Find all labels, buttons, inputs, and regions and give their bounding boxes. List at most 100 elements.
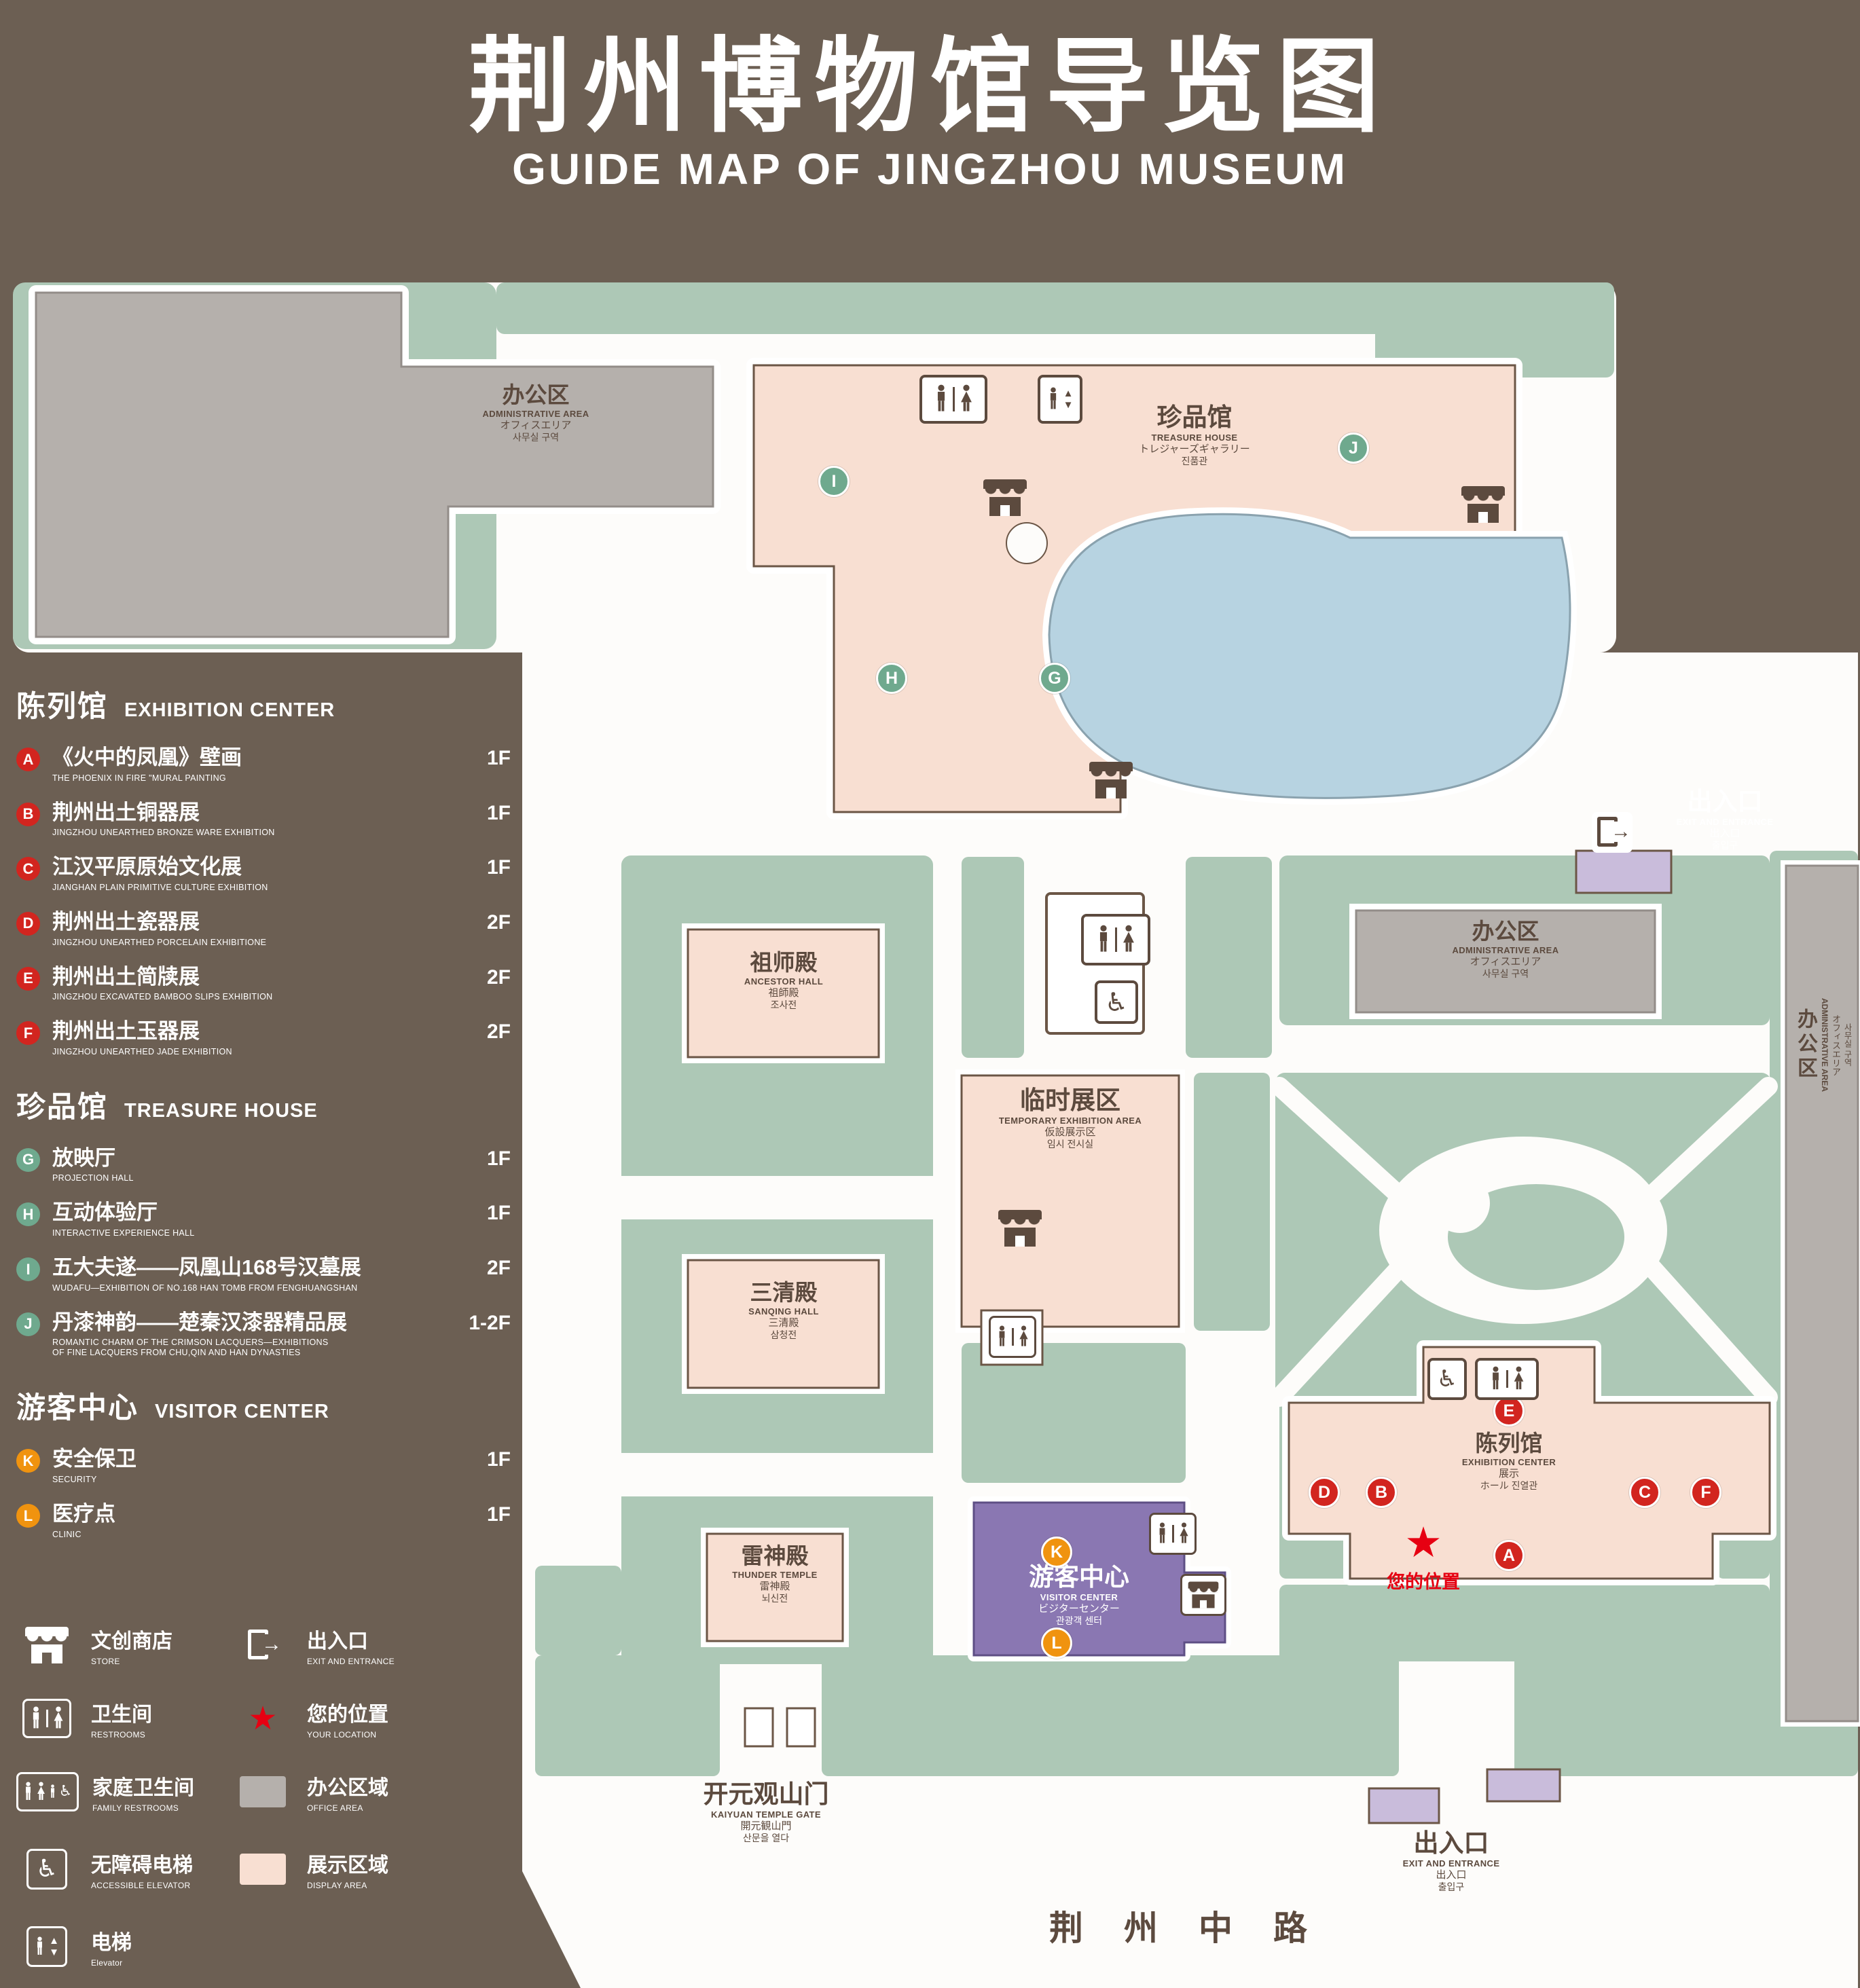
map-marker-i: I: [818, 466, 850, 497]
accessible-elevator-icon: ♿: [16, 1849, 77, 1890]
marker-badge-j: J: [16, 1312, 40, 1336]
map-marker-a: A: [1493, 1540, 1525, 1571]
family-restroom-icon: ♿: [16, 1772, 79, 1811]
accessible-icon: ♿: [1095, 980, 1138, 1024]
legend-symbol-exit: → 出入口 EXIT AND ENTRANCE: [232, 1624, 395, 1666]
building-thunder-temple: [701, 1528, 849, 1647]
legend-item-a: A 《火中的凤凰》壁画 THE PHOENIX IN FIRE "MURAL P…: [16, 746, 520, 783]
restroom-icon: [919, 375, 987, 424]
marker-badge-c: C: [16, 857, 40, 881]
store-icon: [983, 479, 1027, 516]
lawn-south-band-right: [1514, 1655, 1858, 1776]
store-icon: [16, 1627, 77, 1663]
legend-item-i: I 五大夫遂——凤凰山168号汉墓展 WUDAFU—EXHIBITION OF …: [16, 1255, 520, 1293]
legend-symbol-store: 文创商店 STORE: [16, 1624, 172, 1666]
label-exit-top-right: 出入口 EXIT AND ENTRANCE 出入口 출입구: [1676, 788, 1774, 851]
legend-item-h: H 互动体验厅 INTERACTIVE EXPERIENCE HALL 1F: [16, 1200, 520, 1238]
legend-item-b: B 荆州出土铜器展 JINGZHOU UNEARTHED BRONZE WARE…: [16, 800, 520, 837]
building-admin-right: [1781, 860, 1860, 1727]
label-exhibition-center: 陈列馆 EXHIBITION CENTER 展示 ホール 진열관: [1461, 1431, 1556, 1492]
legend: 陈列馆 EXHIBITION CENTER A 《火中的凤凰》壁画 THE PH…: [16, 683, 520, 1557]
exit-icon: →: [1592, 812, 1633, 853]
marker-badge-b: B: [16, 802, 40, 826]
marker-badge-d: D: [16, 911, 40, 936]
legend-symbol-accessible-elevator: ♿ 无障碍电梯 ACCESSIBLE ELEVATOR: [16, 1848, 193, 1890]
garden-paths: [1270, 1077, 1778, 1407]
road-surface: [522, 1776, 1858, 1988]
restroom-icon: [1081, 914, 1150, 965]
restroom-icon: [1475, 1358, 1539, 1400]
display-area-swatch: [232, 1854, 293, 1885]
legend-item-j: J 丹漆神韵——楚秦汉漆器精品展 ROMANTIC CHARM OF THE C…: [16, 1310, 520, 1357]
your-location-star-icon: ★: [248, 1699, 278, 1737]
legend-section-exhibition-center: 陈列馆 EXHIBITION CENTER: [16, 691, 335, 723]
lawn-top-strip: [496, 282, 1614, 334]
marker-badge-a: A: [16, 748, 40, 771]
map-marker-l: L: [1041, 1627, 1072, 1659]
map-marker-h: H: [876, 663, 907, 694]
office-area-swatch: [232, 1776, 293, 1807]
elevator-icon: ▲▼: [16, 1926, 77, 1967]
legend-item-k: K 安全保卫 SECURITY 1F: [16, 1447, 520, 1484]
store-icon: [1089, 762, 1133, 798]
store-icon: [998, 1210, 1042, 1247]
legend-symbol-restrooms: 卫生间 RESTROOMS: [16, 1697, 152, 1740]
map-marker-c: C: [1629, 1477, 1660, 1508]
marker-badge-g: G: [16, 1147, 40, 1172]
gate-pillars: [744, 1707, 816, 1748]
marker-badge-h: H: [16, 1202, 40, 1227]
elevator-icon: ▲▼: [1038, 375, 1082, 424]
building-admin-middle: [1349, 904, 1662, 1019]
lawn-top-right: [1375, 282, 1614, 378]
legend-item-d: D 荆州出土瓷器展 JINGZHOU UNEARTHED PORCELAIN E…: [16, 910, 520, 947]
legend-symbol-office-area: 办公区域 OFFICE AREA: [232, 1771, 388, 1813]
restroom-icon: [16, 1699, 77, 1738]
label-admin-top-left: 办公区 ADMINISTRATIVE AREA オフィスエリア 사무실 구역: [482, 382, 589, 443]
label-visitor-center: 游客中心 VISITOR CENTER ビジターセンター 관광객 센터: [1029, 1563, 1129, 1627]
label-exit-bottom: 出入口 EXIT AND ENTRANCE 出入口 출입구: [1402, 1829, 1500, 1893]
your-location-star-icon: ★: [1404, 1517, 1442, 1567]
page-title: 荆州博物馆导览图: [468, 29, 1392, 145]
marker-badge-e: E: [16, 966, 40, 991]
map-marker-b: B: [1366, 1477, 1397, 1508]
building-ancestor-hall: [682, 923, 885, 1063]
map-marker-f: F: [1690, 1477, 1721, 1508]
pond: [1006, 507, 1577, 805]
marker-badge-i: I: [16, 1257, 40, 1282]
legend-item-e: E 荆州出土简牍展 JINGZHOU EXCAVATED BAMBOO SLIP…: [16, 965, 520, 1001]
page-subtitle: GUIDE MAP OF JINGZHOU MUSEUM: [512, 145, 1348, 194]
label-road: 荆州中路: [1049, 1909, 1348, 1947]
courtyard-paths: [621, 1176, 933, 1496]
marker-badge-f: F: [16, 1021, 40, 1046]
legend-section-visitor-center: 游客中心 VISITOR CENTER: [16, 1392, 329, 1425]
legend-item-l: L 医疗点 CLINIC 1F: [16, 1502, 520, 1539]
label-admin-middle: 办公区 ADMINISTRATIVE AREA オフィスエリア 사무실 구역: [1452, 919, 1559, 980]
legend-item-f: F 荆州出土玉器展 JINGZHOU UNEARTHED JADE EXHIBI…: [16, 1019, 520, 1056]
entrance-blocks: [1368, 849, 1673, 1824]
building-admin-top-left: [29, 285, 721, 644]
map-marker-d: D: [1309, 1477, 1340, 1508]
building-sanqing-hall: [682, 1254, 885, 1394]
legend-symbol-elevator: ▲▼ 电梯 Elevator: [16, 1926, 132, 1968]
label-ancestor-hall: 祖师殿 ANCESTOR HALL 祖師殿 조사전: [744, 950, 824, 1011]
marker-badge-l: L: [16, 1504, 40, 1528]
map-marker-g: G: [1039, 663, 1070, 694]
lawn-south-band-left: [535, 1655, 720, 1776]
label-treasure-house: 珍品馆 TREASURE HOUSE トレジャーズギャラリー 진품관: [1139, 403, 1250, 467]
label-sanqing-hall: 三清殿 SANQING HALL 三清殿 삼청전: [748, 1280, 819, 1341]
exit-icon: →: [232, 1625, 293, 1665]
map-marker-j: J: [1338, 432, 1369, 464]
legend-section-treasure-house: 珍品馆 TREASURE HOUSE: [16, 1090, 318, 1124]
building-exhibition-center: [1282, 1340, 1776, 1585]
store-icon: [1461, 486, 1505, 523]
restroom-icon: [1149, 1513, 1197, 1555]
accessible-elevator-icon: ♿: [1427, 1358, 1467, 1400]
lawn-south-band-mid: [822, 1655, 1399, 1776]
map-marker-k: K: [1041, 1536, 1072, 1568]
your-location-text: 您的位置: [1387, 1572, 1460, 1592]
label-temporary-exhibition: 临时展区 TEMPORARY EXHIBITION AREA 仮設展示区 임시 …: [998, 1086, 1142, 1150]
label-thunder-temple: 雷神殿 THUNDER TEMPLE 雷神殿 뇌신전: [732, 1543, 818, 1604]
restroom-icon: [989, 1316, 1036, 1358]
label-kaiyuan-gate: 开元观山门 KAIYUAN TEMPLE GATE 開元観山門 산문을 열다: [703, 1780, 829, 1844]
